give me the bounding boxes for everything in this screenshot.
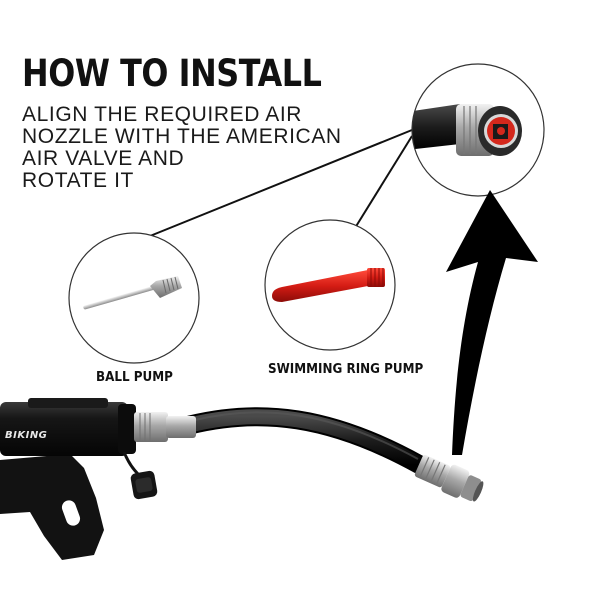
instruction-line: ROTATE IT: [22, 169, 134, 192]
install-instruction-text: ALIGN THE REQUIRED AIR NOZZLE WITH THE A…: [22, 104, 342, 192]
connector-line-ball: [149, 129, 413, 237]
curved-arrow-icon: [446, 190, 538, 455]
hose-valve-head: [414, 454, 484, 502]
pump-body: [0, 398, 196, 560]
instruction-line: NOZZLE WITH THE AMERICAN: [22, 125, 342, 148]
ball-needle-icon: [83, 276, 182, 310]
swimming-ring-pump-label: SWIMMING RING PUMP: [268, 362, 424, 377]
swimming-ring-nozzle-circle: [264, 219, 396, 351]
instruction-line: AIR VALVE AND: [22, 147, 185, 170]
pump-brand-text: BIKING: [5, 430, 48, 441]
instruction-line: ALIGN THE REQUIRED AIR: [22, 103, 303, 126]
red-cone-nozzle-icon: [272, 268, 385, 302]
connector-line-swim: [354, 135, 413, 229]
valve-closeup-circle: [411, 63, 545, 197]
ball-pump-needle-circle: [68, 232, 200, 364]
page-title: HOW TO INSTALL: [22, 52, 322, 95]
ball-pump-label: BALL PUMP: [96, 370, 173, 385]
pump-hose: [180, 407, 430, 475]
